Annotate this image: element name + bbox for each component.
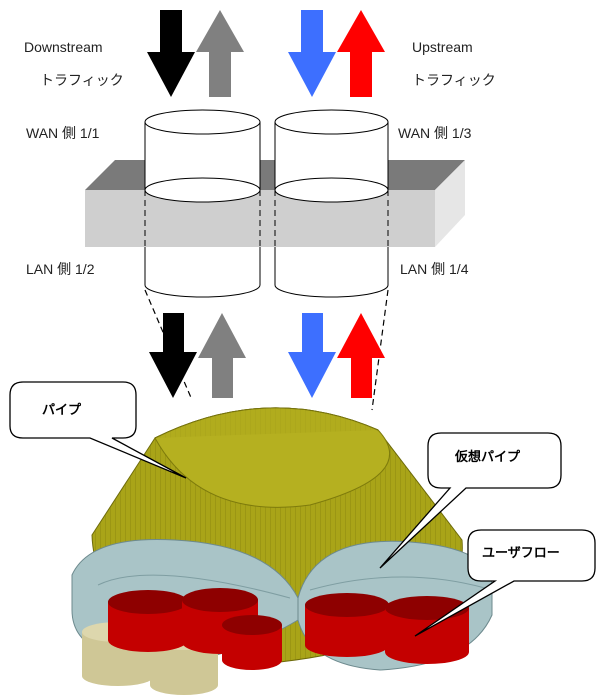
downstream-down-arrow [147,10,195,97]
lan-left-label: LAN 側 1/2 [26,261,95,277]
user-flows [108,588,469,670]
upstream-up-arrow [337,10,385,97]
upstream-down-arrow [288,10,336,97]
callout-pipe-label: パイプ [42,402,82,417]
downstream-traffic-label: トラフィック [40,72,124,88]
user-flow-cylinder [108,590,188,652]
downstream-up-arrow [196,10,244,97]
callout-user-flow-label: ユーザフロー [482,545,560,560]
downstream-label: Downstream [24,39,103,55]
callout-virtual-pipe: 仮想パイプ [379,432,562,569]
device-side-face [435,160,465,247]
middle-upstream-down-arrow [288,313,336,398]
top-upstream-arrows [288,10,385,97]
upstream-traffic-label: トラフィック [412,72,496,88]
port-cylinder-left [144,109,261,298]
wan-right-label: WAN 側 1/3 [398,125,472,141]
middle-upstream-up-arrow [337,313,385,398]
middle-upstream-arrows [288,313,385,398]
callout-pipe: パイプ [9,381,187,479]
middle-downstream-up-arrow [198,313,246,398]
callout-user-flow: ユーザフロー [414,529,596,637]
wan-left-label: WAN 側 1/1 [26,125,100,141]
middle-downstream-arrows [149,313,246,398]
user-flow-cylinder [222,615,282,670]
middle-downstream-down-arrow [149,313,197,398]
device-front-face [85,190,435,247]
top-downstream-arrows [147,10,244,97]
user-flow-cylinder [385,596,469,664]
user-flow-cylinder [305,593,389,657]
lan-right-label: LAN 側 1/4 [400,261,469,277]
port-cylinder-right [274,109,389,298]
upstream-label: Upstream [412,39,473,55]
callout-virtual-pipe-label: 仮想パイプ [454,449,521,464]
